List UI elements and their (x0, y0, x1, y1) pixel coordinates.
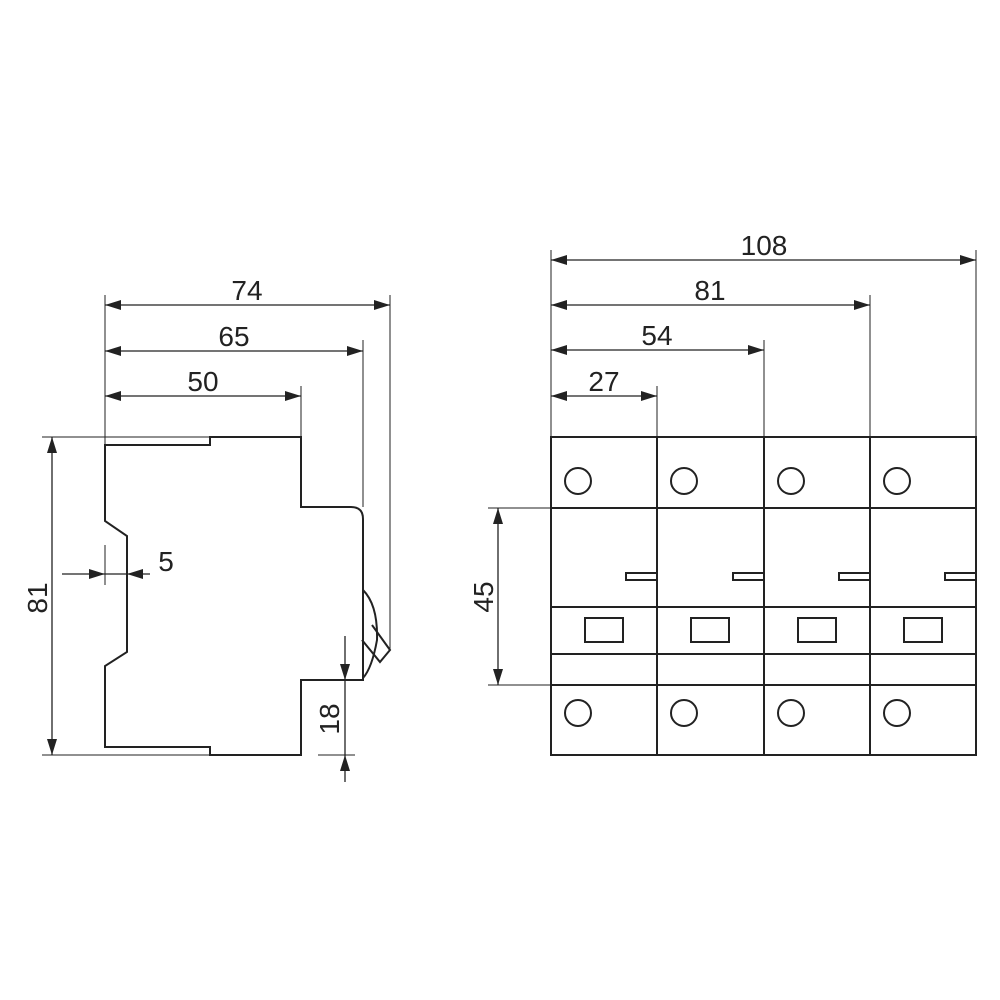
dimension-label-65: 65 (218, 321, 249, 352)
dimension-width-2-pole: 54 (551, 320, 765, 437)
dimension-depth-to-shoulder: 50 (105, 366, 302, 437)
indicator-window-icon (797, 617, 837, 643)
dimension-label-108: 108 (741, 230, 788, 261)
dimension-label-50: 50 (187, 366, 218, 397)
pole-1 (564, 467, 658, 727)
pole-3 (777, 467, 871, 727)
dimension-overall-height: 81 (22, 436, 210, 756)
terminal-screw-bottom-icon (883, 699, 911, 727)
dimension-rail-clearance: 5 (62, 545, 174, 585)
indicator-window-icon (690, 617, 730, 643)
dimension-depth-to-front: 65 (105, 321, 364, 507)
side-view-outline (104, 436, 364, 756)
dimension-label-81: 81 (22, 582, 53, 613)
indicator-window-icon (903, 617, 943, 643)
toggle-slot-icon (732, 572, 765, 581)
indicator-window-icon (584, 617, 624, 643)
dimension-front-face-offset: 18 (314, 636, 355, 782)
dimension-width-3-pole: 81 (551, 275, 871, 437)
side-view: 74 65 50 81 (22, 275, 392, 782)
dimension-width-4-pole: 108 (550, 230, 977, 437)
dimension-label-54: 54 (641, 320, 672, 351)
pole-2 (670, 467, 765, 727)
dimension-label-81-width: 81 (694, 275, 725, 306)
terminal-screw-top-icon (670, 467, 698, 495)
toggle-slot-icon (625, 572, 658, 581)
front-view: 108 81 54 27 (468, 230, 977, 756)
toggle-slot-icon (838, 572, 871, 581)
terminal-screw-top-icon (564, 467, 592, 495)
terminal-screw-top-icon (777, 467, 805, 495)
dimension-front-face-height: 45 (468, 507, 551, 686)
terminal-screw-bottom-icon (564, 699, 592, 727)
dimension-label-27: 27 (588, 366, 619, 397)
terminal-screw-top-icon (883, 467, 911, 495)
terminal-screw-bottom-icon (670, 699, 698, 727)
dimension-width-1-pole: 27 (551, 366, 658, 437)
terminal-screw-bottom-icon (777, 699, 805, 727)
dimension-label-18: 18 (314, 703, 345, 734)
toggle-lever (362, 589, 379, 679)
toggle-slot-icon (944, 572, 977, 581)
dimension-label-74: 74 (231, 275, 262, 306)
dimension-label-45: 45 (468, 581, 499, 612)
dimension-overall-depth: 74 (104, 275, 391, 650)
dimension-label-5: 5 (158, 546, 174, 577)
toggle-lever-tip (361, 624, 392, 664)
pole-4 (883, 467, 977, 727)
